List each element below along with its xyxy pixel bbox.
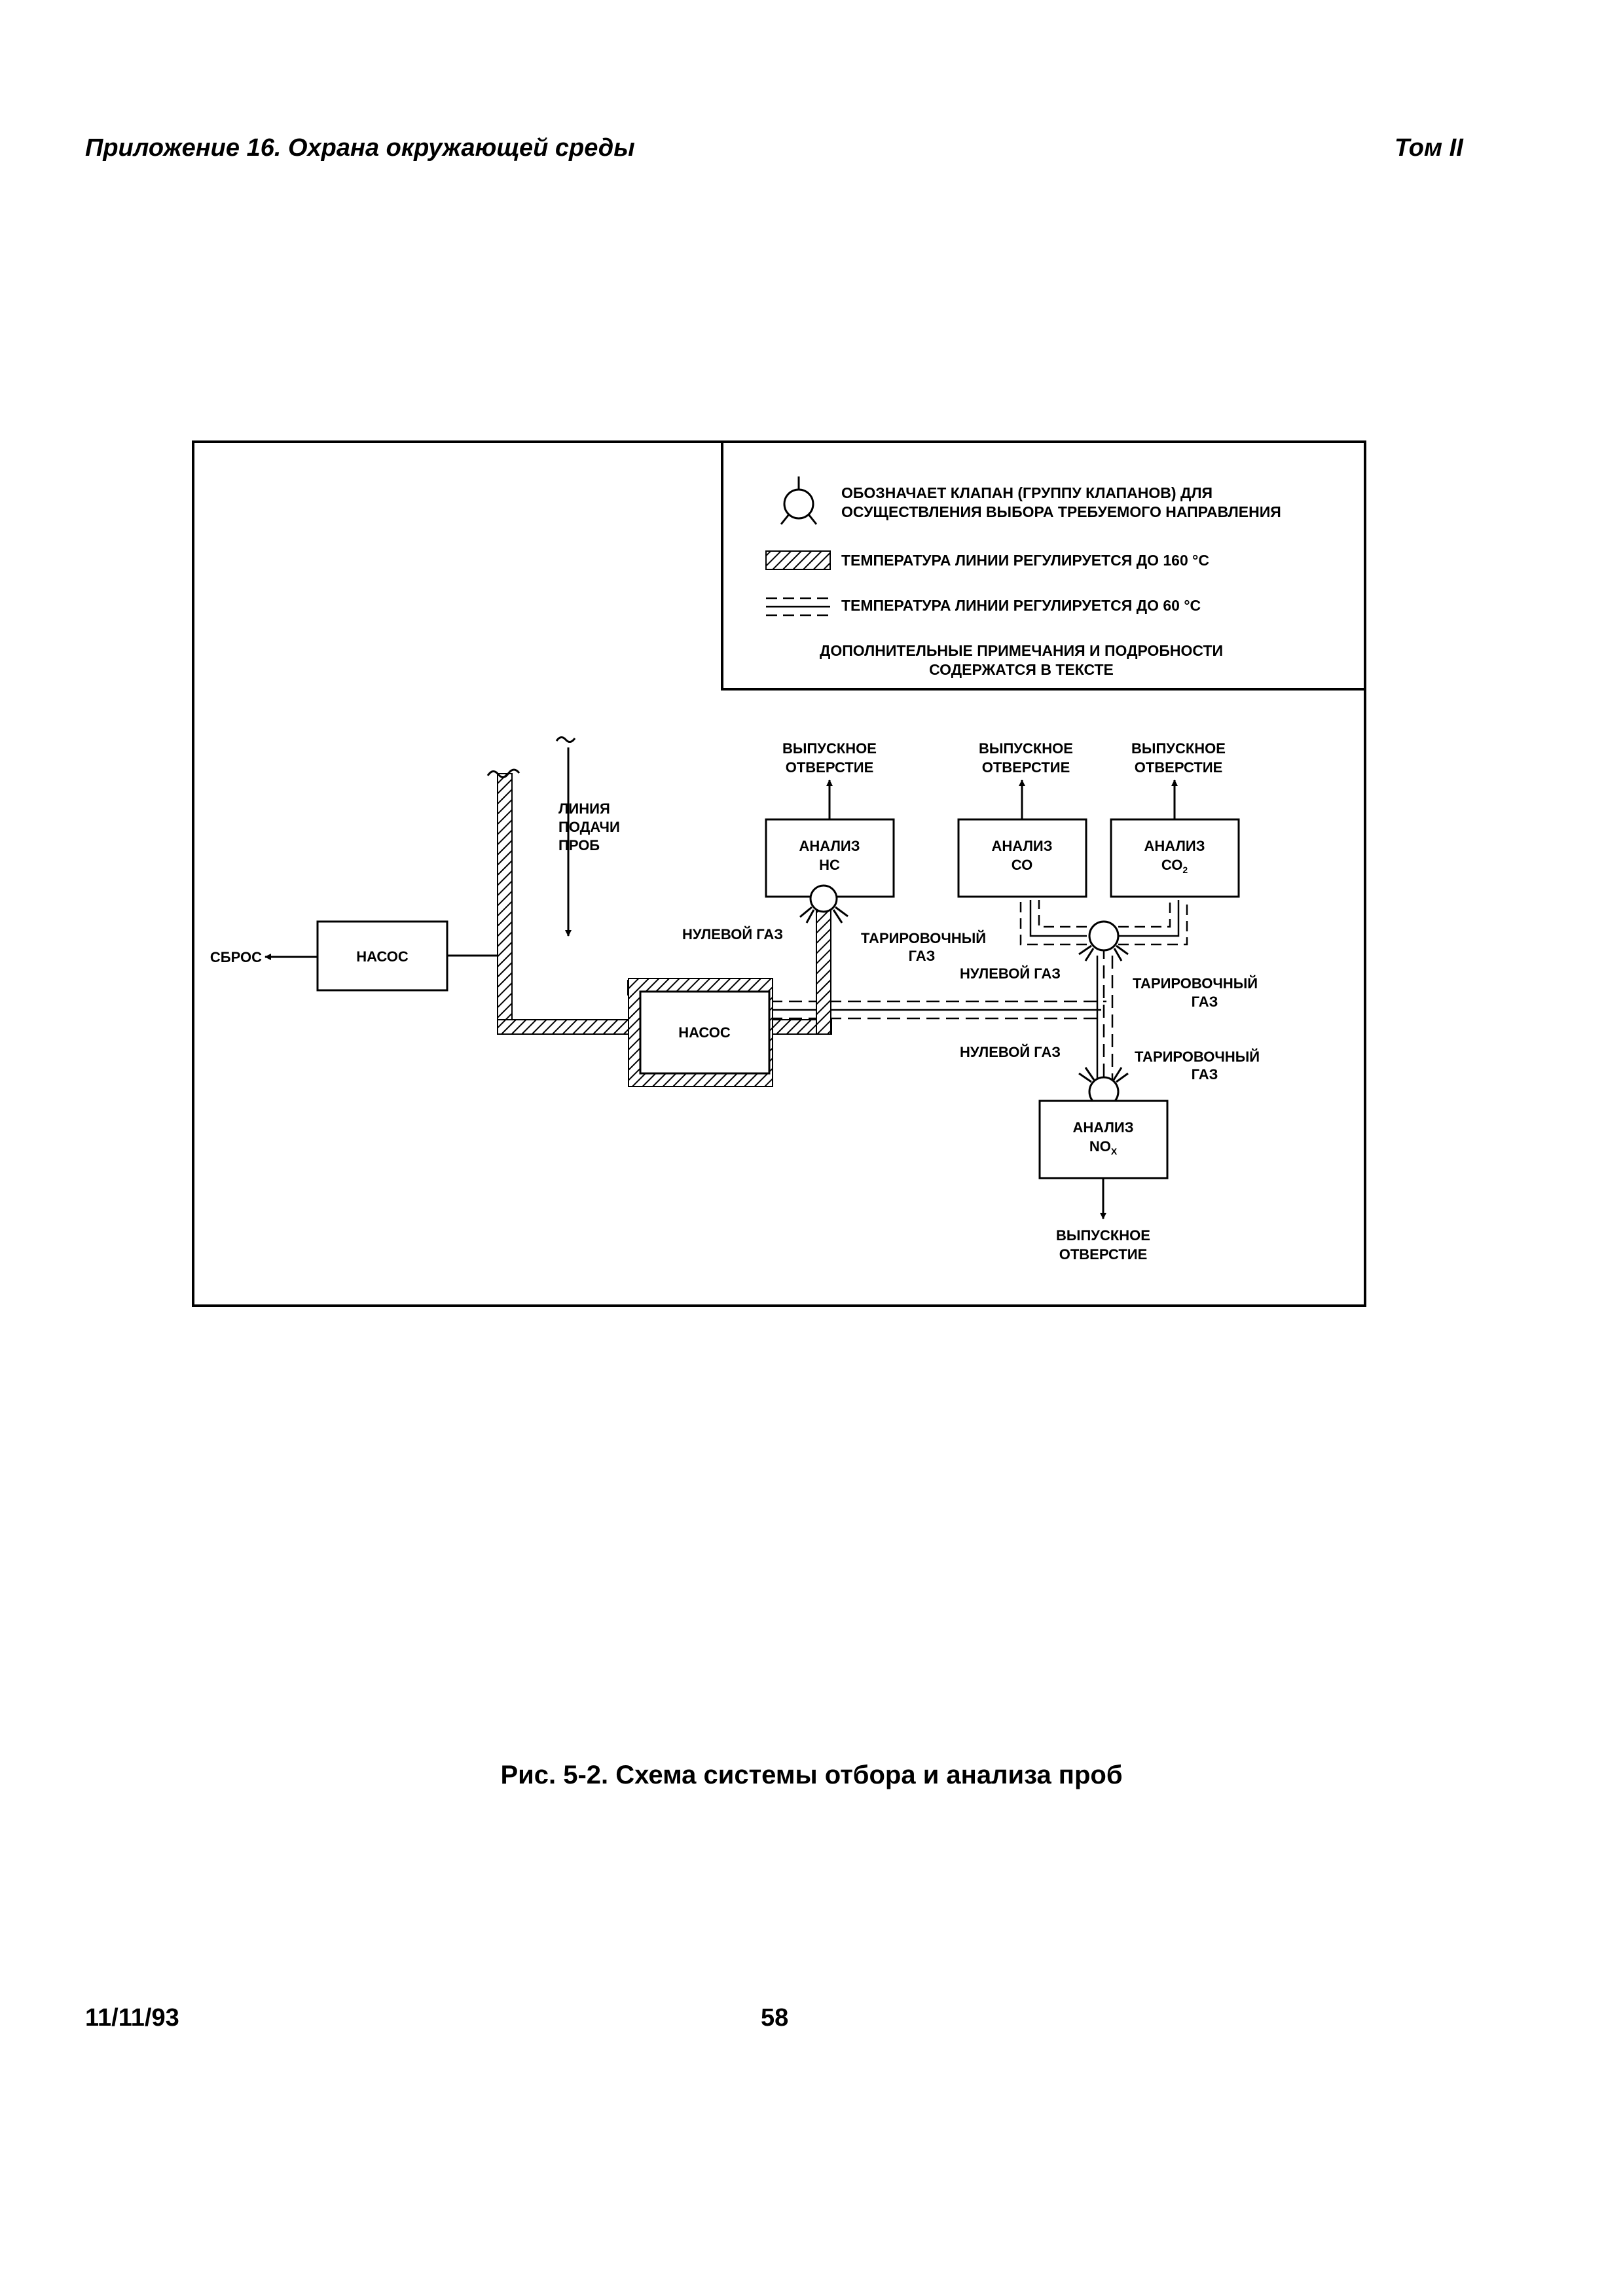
- nox-main-text: NO: [1089, 1138, 1111, 1155]
- analyzer-co2-box: [1110, 818, 1240, 898]
- pump-left-label: НАСОС: [356, 948, 409, 965]
- outlet-hc-label-1: ВЫПУСКНОЕ: [782, 740, 877, 757]
- analyzer-nox-gas: NOX: [1089, 1138, 1118, 1157]
- sample-line-label-2: ПОДАЧИ: [558, 819, 620, 835]
- outlet-co2-label-2: ОТВЕРСТИЕ: [1135, 759, 1223, 776]
- legend-valve-line1: ОБОЗНАЧАЕТ КЛАПАН (ГРУППУ КЛАПАНОВ) ДЛЯ: [841, 484, 1213, 501]
- co2-subscript: 2: [1182, 865, 1188, 875]
- sampling-system-diagram: ОБОЗНАЧАЕТ КЛАПАН (ГРУППУ КЛАПАНОВ) ДЛЯ …: [192, 440, 1366, 1307]
- running-header-title: Приложение 16. Охрана окружающей среды: [85, 134, 635, 162]
- probe-inlet-icon: [486, 768, 520, 778]
- co2-main-text: СО: [1161, 857, 1182, 873]
- valve-co-co2-icon: [1078, 920, 1129, 961]
- legend-hatched-text: ТЕМПЕРАТУРА ЛИНИИ РЕГУЛИРУЕТСЯ ДО 160 °С: [841, 552, 1209, 569]
- outlet-co-label-1: ВЫПУСКНОЕ: [979, 740, 1073, 757]
- cal-gas-co-label-2: ГАЗ: [1192, 994, 1218, 1010]
- sample-line-inlet-icon: [555, 736, 576, 743]
- zero-gas-co-label: НУЛЕВОЙ ГАЗ: [960, 965, 1061, 982]
- legend-notes-line2: СОДЕРЖАТСЯ В ТЕКСТЕ: [929, 661, 1114, 678]
- pump-center-label: НАСОС: [678, 1024, 731, 1041]
- sample-line-label-1: ЛИНИЯ: [558, 800, 610, 817]
- valve-symbol-icon: [780, 476, 818, 525]
- analyzer-co-box: [957, 818, 1087, 898]
- nox-subscript: X: [1111, 1146, 1118, 1157]
- legend-dashed-text: ТЕМПЕРАТУРА ЛИНИИ РЕГУЛИРУЕТСЯ ДО 60 °С: [841, 597, 1201, 614]
- cal-gas-hc-label-1: ТАРИРОВОЧНЫЙ: [861, 930, 986, 946]
- legend-valve-line2: ОСУЩЕСТВЛЕНИЯ ВЫБОРА ТРЕБУЕМОГО НАПРАВЛЕ…: [841, 503, 1281, 520]
- analyzer-hc-gas: НС: [819, 857, 840, 873]
- legend-notes-line1: ДОПОЛНИТЕЛЬНЫЕ ПРИМЕЧАНИЯ И ПОДРОБНОСТИ: [820, 642, 1223, 659]
- outlet-nox-label-1: ВЫПУСКНОЕ: [1056, 1227, 1150, 1244]
- analyzer-co-gas: СО: [1012, 857, 1032, 873]
- outlet-co2-label-1: ВЫПУСКНОЕ: [1131, 740, 1226, 757]
- hatched-line-icon: [765, 550, 831, 570]
- figure-caption: Рис. 5-2. Схема системы отбора и анализа…: [500, 1761, 1123, 1789]
- dump-label: СБРОС: [210, 949, 262, 965]
- analyzer-hc-box: [765, 818, 895, 898]
- cal-gas-nox-label-2: ГАЗ: [1192, 1066, 1218, 1083]
- cal-gas-nox-label-1: ТАРИРОВОЧНЫЙ: [1135, 1049, 1260, 1065]
- running-header-volume: Том II: [1395, 134, 1463, 162]
- legend-box: ОБОЗНАЧАЕТ КЛАПАН (ГРУППУ КЛАПАНОВ) ДЛЯ …: [721, 440, 1366, 691]
- cal-gas-co-label-1: ТАРИРОВОЧНЫЙ: [1133, 975, 1258, 992]
- footer-date: 11/11/93: [85, 2004, 179, 2032]
- analyzer-nox-box: [1038, 1100, 1169, 1179]
- outlet-hc-label-2: ОТВЕРСТИЕ: [786, 759, 874, 776]
- outlet-nox-label-2: ОТВЕРСТИЕ: [1059, 1246, 1148, 1263]
- heated-60c-lines: [769, 900, 1188, 1093]
- outlet-co-label-2: ОТВЕРСТИЕ: [982, 759, 1070, 776]
- valve-hc-icon: [799, 884, 848, 924]
- analyzer-hc-label: АНАЛИЗ: [799, 838, 860, 854]
- pump-box-center: [639, 990, 771, 1075]
- analyzer-co-label: АНАЛИЗ: [992, 838, 1053, 854]
- sample-line-label-3: ПРОБ: [558, 837, 600, 853]
- page-number: 58: [761, 2004, 789, 2032]
- analyzer-nox-label: АНАЛИЗ: [1073, 1119, 1134, 1136]
- analyzer-co2-gas: СО2: [1161, 857, 1188, 875]
- zero-gas-nox-label: НУЛЕВОЙ ГАЗ: [960, 1044, 1061, 1060]
- dashed-line-icon: [766, 597, 830, 617]
- zero-gas-hc-label: НУЛЕВОЙ ГАЗ: [682, 926, 783, 942]
- analyzer-co2-label: АНАЛИЗ: [1144, 838, 1205, 854]
- cal-gas-hc-label-2: ГАЗ: [909, 948, 936, 964]
